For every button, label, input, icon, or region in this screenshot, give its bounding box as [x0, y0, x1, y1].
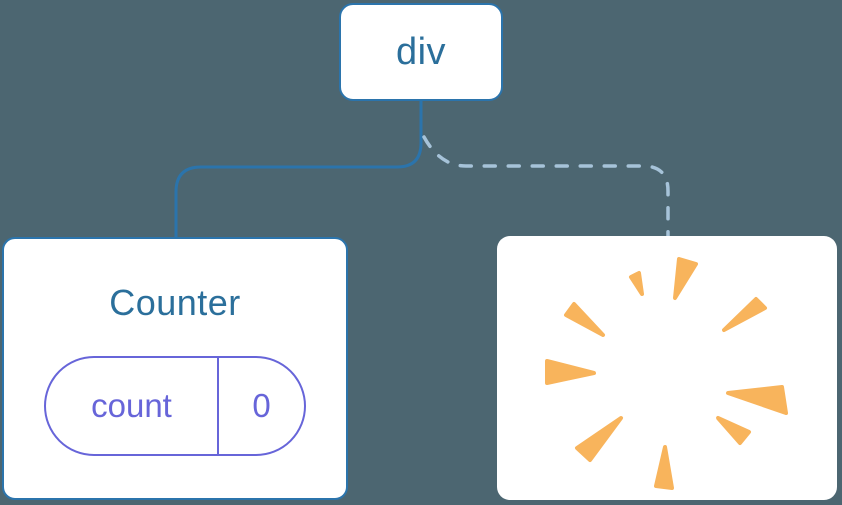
- state-value-label: 0: [252, 387, 271, 425]
- counter-node-card: Counter count 0: [2, 237, 348, 500]
- root-node-div: div: [339, 3, 503, 101]
- poof-ray: [726, 385, 788, 415]
- poof-ray: [722, 297, 767, 332]
- poof-ray: [629, 271, 644, 296]
- root-node-label: div: [395, 30, 447, 73]
- poof-ray: [545, 359, 596, 385]
- state-pill-key-cell: count: [46, 358, 219, 455]
- state-pill-value-cell: 0: [219, 358, 304, 454]
- poof-ray: [716, 416, 751, 445]
- state-pill: count 0: [44, 356, 306, 457]
- poof-ray: [575, 416, 623, 462]
- solid-edge-div-to-counter: [174, 99, 423, 240]
- poof-ray: [654, 445, 674, 490]
- poof-ray: [564, 302, 605, 337]
- counter-node-title: Counter: [109, 282, 241, 323]
- state-key-label: count: [91, 387, 172, 425]
- poof-ray: [673, 257, 698, 300]
- poof-icon: [545, 257, 788, 490]
- removed-node-card: [497, 236, 837, 500]
- dashed-edge-div-to-removed: [422, 135, 670, 238]
